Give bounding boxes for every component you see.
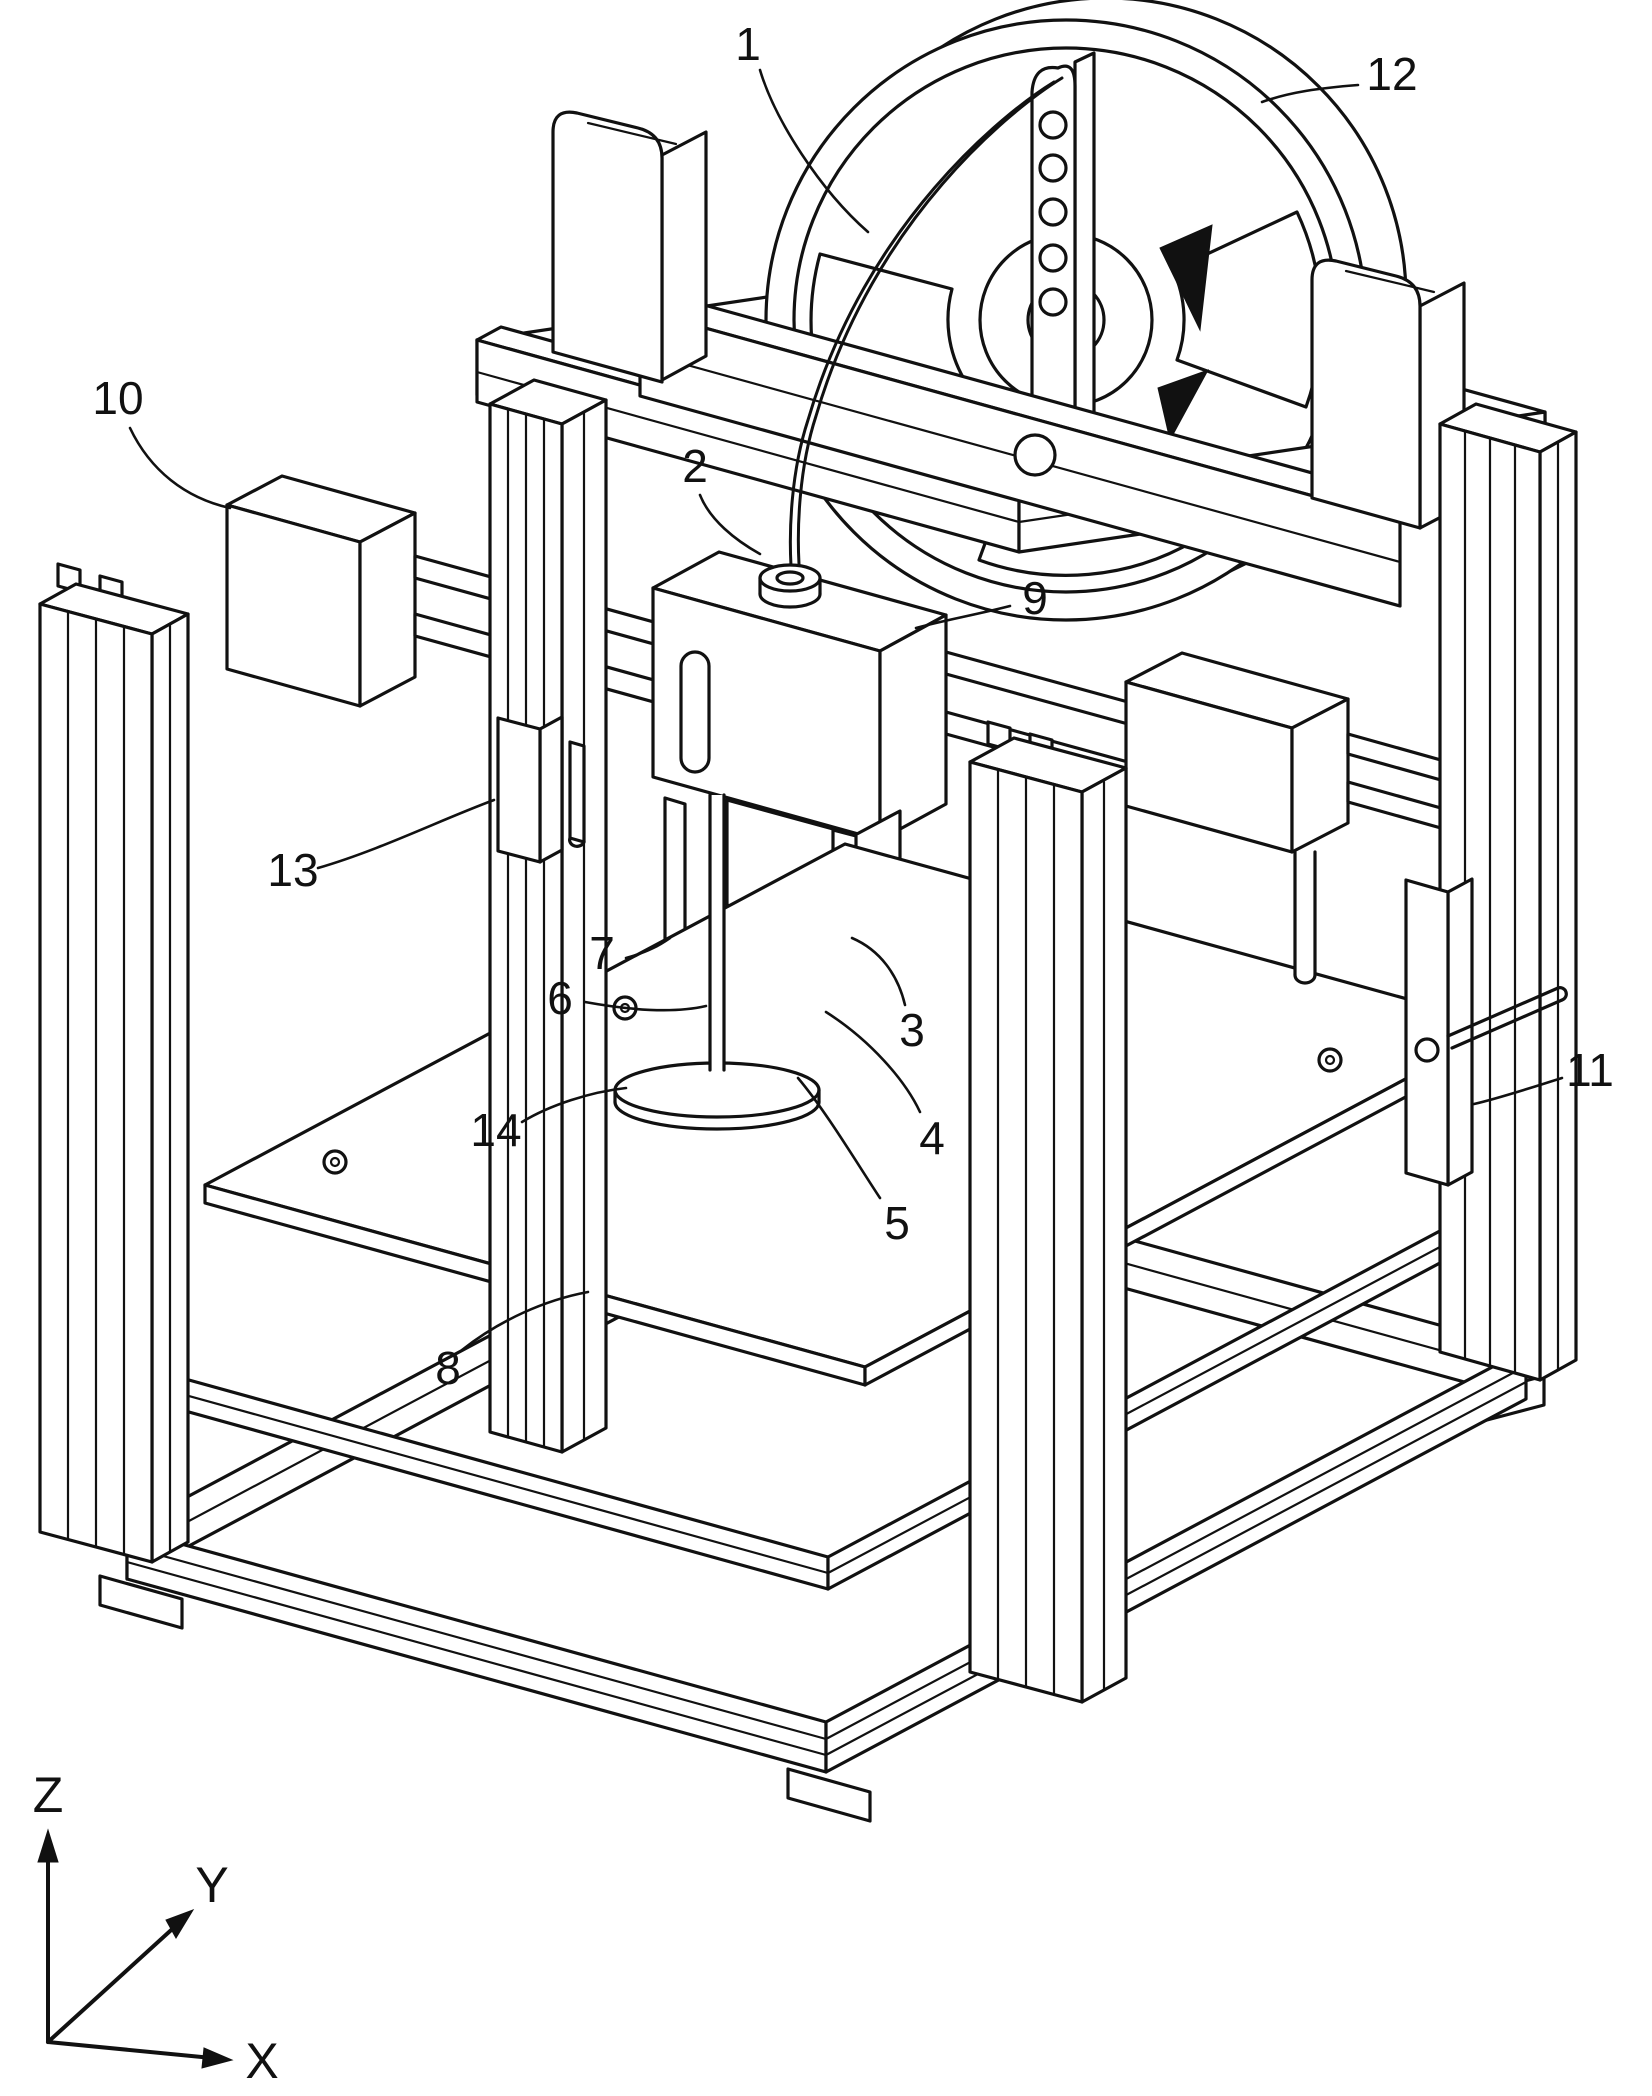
ref-label-12: 12 (1366, 48, 1417, 100)
leader-line-7 (624, 936, 672, 960)
bracket-hole (1038, 243, 1068, 273)
extruder-side-face (878, 613, 948, 842)
ref-label-6: 6 (547, 972, 573, 1024)
bar-hole (1414, 1037, 1440, 1063)
leader-line-9 (914, 604, 1012, 630)
ref-label-9: 9 (1022, 572, 1048, 624)
beam-hole (1013, 433, 1057, 477)
post-back-left (488, 378, 608, 1454)
leader-line-13 (316, 798, 496, 870)
spool-bracket (1030, 51, 1096, 447)
leader-line-8 (460, 1290, 590, 1352)
spool-hub-shadow (1159, 224, 1213, 332)
axis-indicator: Z Y X (33, 1767, 279, 2089)
leader-line-11 (1472, 1076, 1564, 1106)
bracket-hole (1038, 110, 1068, 140)
ref-label-5: 5 (884, 1197, 910, 1249)
right-rail-stubs (1346, 732, 1450, 832)
right-motor-box (1124, 651, 1350, 854)
bracket-hole (1038, 287, 1068, 317)
bracket-hole (1038, 153, 1068, 183)
x-axis-arrowhead (201, 2047, 234, 2069)
filament-tube (788, 76, 1064, 568)
x-axis-arrow (46, 2040, 214, 2060)
ref-label-8: 8 (435, 1342, 461, 1394)
spool-hub-shadow-2 (1157, 369, 1210, 442)
post-front-left (38, 562, 190, 1564)
z-axis-arrowhead (37, 1828, 59, 1863)
leader-line-14 (520, 1086, 628, 1124)
ref-label-13: 13 (267, 844, 318, 896)
ref-label-10: 10 (92, 372, 143, 424)
ref-label-4: 4 (919, 1112, 945, 1164)
bracket-hole (1038, 197, 1068, 227)
leader-line-4 (824, 1010, 922, 1114)
foot-front (786, 1767, 872, 1823)
right-hanging-rod (1293, 850, 1317, 985)
ref-label-3: 3 (899, 1004, 925, 1056)
leader-line-6 (583, 1000, 708, 1012)
foot-left (98, 1574, 184, 1630)
ref-label-7: 7 (589, 927, 615, 979)
left-pillar (551, 110, 708, 384)
leader-line-5 (796, 1076, 882, 1200)
y-axis-label: Y (195, 1857, 228, 1913)
ref-label-14: 14 (470, 1104, 521, 1156)
leader-line-12 (1260, 83, 1360, 104)
leader-line-10 (128, 426, 232, 510)
z-axis-label: Z (33, 1767, 64, 1823)
leader-line-3 (850, 936, 907, 1007)
post-front-right (968, 720, 1128, 1704)
left-motor-box (225, 474, 417, 708)
ref-label-11: 11 (1566, 1044, 1614, 1096)
leader-lines (128, 68, 1564, 1352)
extruder-slot (679, 650, 711, 774)
leader-line-2 (698, 493, 762, 556)
right-vertical-bar (1404, 877, 1568, 1187)
ref-label-2: 2 (682, 440, 708, 492)
leader-line-1 (758, 68, 870, 234)
x-axis-label: X (245, 2033, 278, 2089)
filament-inlet (758, 563, 822, 609)
side-bracket (496, 715, 586, 864)
reference-labels: 1 2 3 4 5 6 7 8 9 10 11 12 13 14 (92, 18, 1613, 1394)
y-axis-arrow (46, 1920, 182, 2044)
probe-rod (708, 793, 726, 1072)
y-axis-arrowhead (165, 1909, 195, 1939)
ref-label-1: 1 (735, 18, 761, 70)
